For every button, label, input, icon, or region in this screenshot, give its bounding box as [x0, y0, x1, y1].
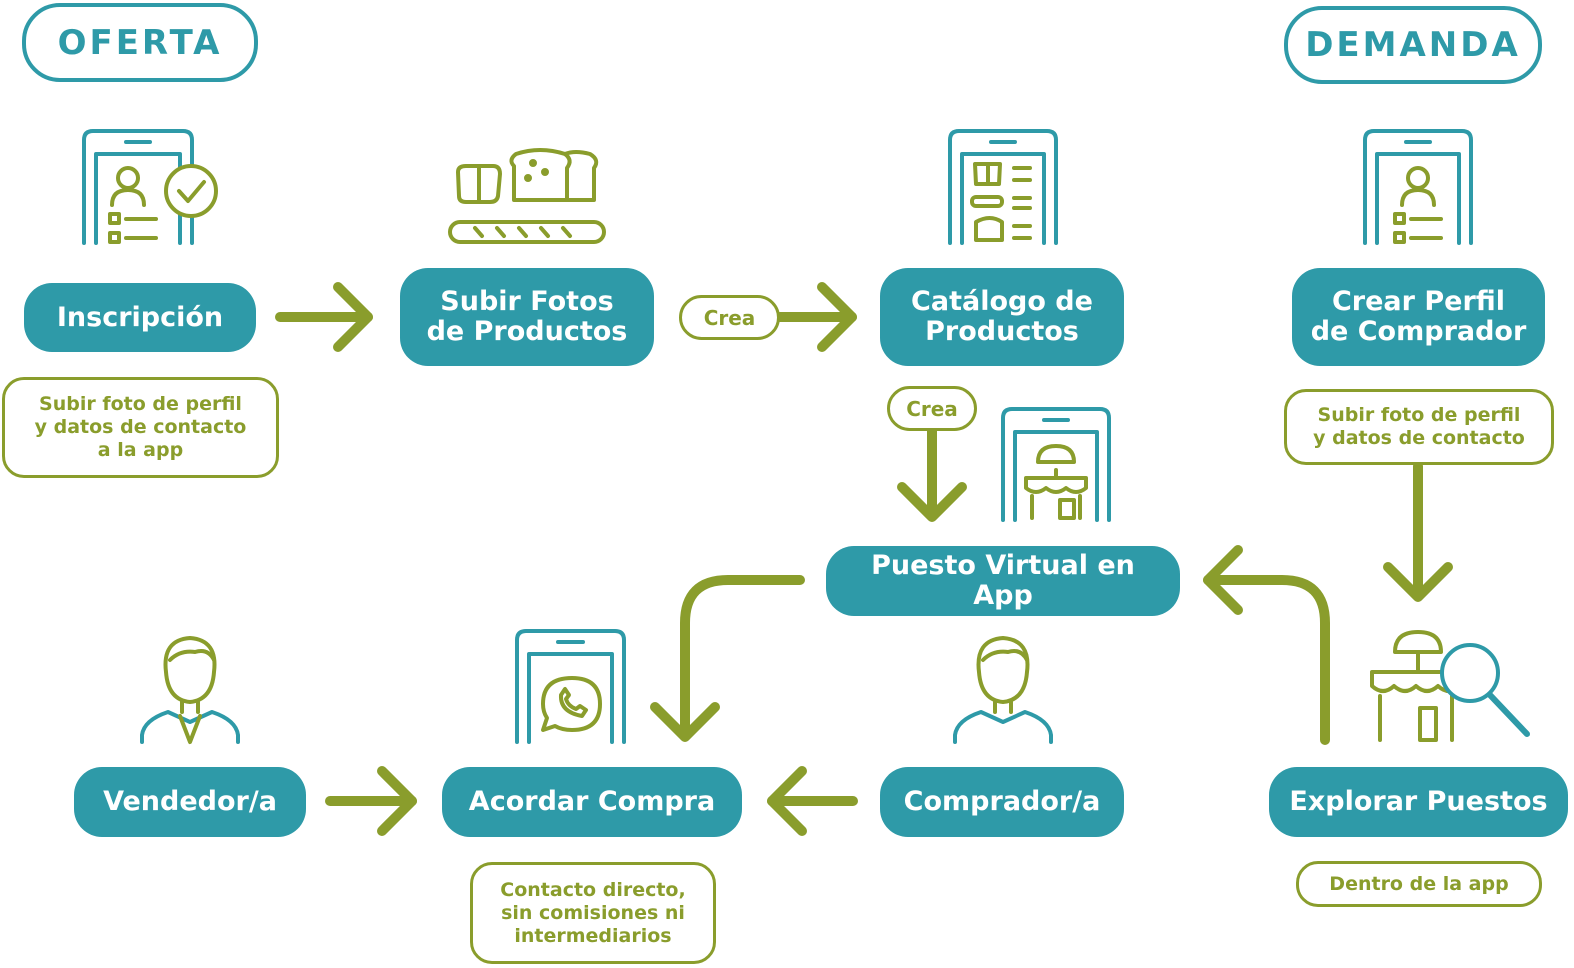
phone-profile-check-icon — [82, 129, 218, 245]
step-crear-perfil: Crear Perfil de Comprador — [1292, 268, 1545, 366]
header-demanda: DEMANDA — [1284, 6, 1542, 84]
phone-market-stall-icon — [1001, 407, 1111, 522]
bread-products-icon — [448, 148, 606, 244]
arrow-crea-to-catalogo — [775, 282, 857, 352]
step-inscripcion: Inscripción — [24, 283, 256, 352]
step-catalogo: Catálogo de Productos — [880, 268, 1124, 366]
step-explorar: Explorar Puestos — [1269, 767, 1568, 837]
phone-whatsapp-icon — [515, 629, 626, 744]
arrow-comprador-to-acordar — [767, 766, 858, 836]
step-vendedor: Vendedor/a — [74, 767, 306, 837]
tag-crea-catalogo: Crea — [679, 295, 780, 340]
arrow-puesto-to-acordar — [650, 575, 805, 742]
step-puesto-virtual: Puesto Virtual en App — [826, 546, 1180, 616]
market-search-icon — [1370, 630, 1530, 742]
note-acordar: Contacto directo, sin comisiones ni inte… — [470, 862, 716, 964]
arrow-catalogo-to-puesto — [897, 425, 967, 522]
arrow-explorar-to-puesto — [1203, 545, 1330, 745]
tag-crea-puesto: Crea — [887, 386, 977, 431]
note-inscripcion: Subir foto de perfil y datos de contacto… — [2, 377, 279, 478]
step-subir-fotos: Subir Fotos de Productos — [400, 268, 654, 366]
arrow-vendedor-to-acordar — [325, 766, 417, 836]
note-explorar: Dentro de la app — [1296, 861, 1542, 907]
header-oferta: OFERTA — [22, 3, 258, 82]
note-crear-perfil: Subir foto de perfil y datos de contacto — [1284, 389, 1554, 465]
phone-profile-icon — [1363, 129, 1473, 245]
step-comprador: Comprador/a — [880, 767, 1124, 837]
phone-catalog-icon — [948, 129, 1058, 245]
arrow-inscripcion-to-subir — [275, 282, 373, 352]
step-acordar-compra: Acordar Compra — [442, 767, 742, 837]
buyer-person-icon — [953, 636, 1053, 744]
arrow-perfil-to-explorar — [1383, 461, 1453, 602]
seller-person-icon — [140, 636, 240, 744]
